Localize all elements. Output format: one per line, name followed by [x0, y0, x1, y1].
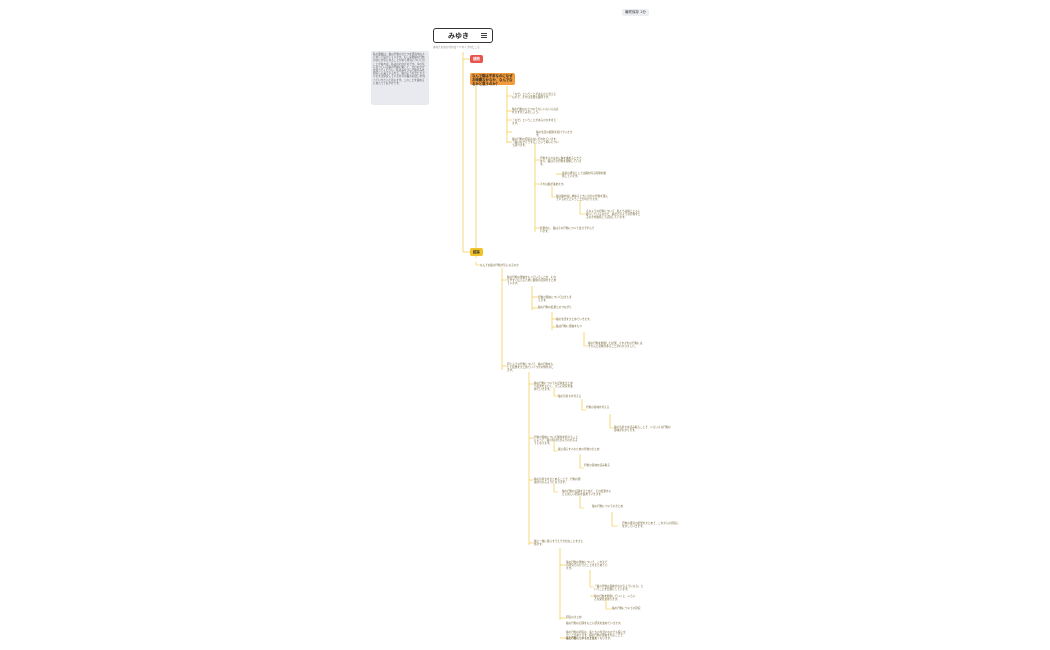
mindmap-node[interactable]: 猫は餌を探し求めるときに自分の行動を選んでいるのだということがわかります。 — [556, 195, 608, 202]
mindmap-node[interactable]: 猫の行動についての研究 — [612, 607, 641, 610]
mindmap-node[interactable]: 猫の行動の研究は、私たちの生活のなかでも役に立つことがあります。猫の行動の理由を… — [566, 631, 626, 641]
mindmap-node[interactable]: 猫の気持ちを読み取ることで、いろいろな行動の意味がわかります。 — [614, 426, 671, 433]
mindmap-node[interactable]: 猫の行動の研究は主に行われています。「猫はなぜそうする」という問いについて調べま… — [512, 138, 559, 148]
save-status-badge: 最終保存 1分 — [622, 9, 649, 16]
menu-icon[interactable] — [481, 33, 487, 38]
mindmap-node[interactable]: 同じような行動について、猫の行動をもとに結果をまとめていくつかの例を示します。 — [507, 363, 554, 373]
conclusion-tag[interactable]: 結論 — [470, 248, 483, 256]
mindmap-node[interactable]: 猫の行動のひとつのうちにいろいろな点をまず見てみましょう。 — [512, 108, 559, 115]
mindmap-node[interactable]: 猫の行動についての記録をまとめた結果をもとに、さらに研究を進めていきます。 — [534, 382, 573, 392]
mindmap-node[interactable]: 行動の意味を読み取る — [584, 464, 610, 467]
mindmap-node[interactable]: なんでお猫の行動が気になるのか — [480, 264, 519, 267]
mindmap-node[interactable]: 猫の生活をまとめていきます。 — [556, 318, 593, 321]
mindmap-node[interactable]: 猫の行動についてのまとめ — [566, 637, 598, 640]
mindmap-node[interactable]: 猫の生活の観察を続けていきます。 — [536, 131, 573, 138]
mindmap-node[interactable]: 猫の行動の記録をもとに研究を進めていきます。 — [566, 622, 623, 625]
mindmap-node[interactable]: 猫と暮らす人のための行動のまとめ — [558, 448, 600, 451]
root-subtitle: あなたのおかげのロードマップのところ — [433, 46, 480, 49]
root-title: みゆき — [448, 32, 469, 40]
mindmap-node[interactable]: 猫は行動に理由をもつ — [556, 325, 582, 328]
mindmap-node[interactable]: 猫の行動の記録をまとめて、その結果をもとに新しい研究を進めていきます。 — [562, 490, 612, 497]
mindmap-node[interactable]: 「猫の行動の意味がわかるようになる」ということを目標にしています。 — [594, 585, 644, 592]
mindmap-node[interactable]: 研究のまとめ — [566, 616, 582, 619]
mindmap-node[interactable]: 猫の行動を観察した結果、それぞれの行動にはきちんと意味があることがわかりました。 — [588, 342, 643, 349]
mindmap-node[interactable]: 「なぜ」ということがあるのと思えるもので、まずは主要な疑問です。 — [512, 93, 557, 100]
mindmap-node[interactable]: 猫の行動の理由について、これまでの研究でわかったことをまとめています。 — [566, 561, 608, 571]
description-note: 私の愛猫は、猫の行動のひとつを研究中の人に対して協力しています。もし今後猫の行動… — [371, 51, 429, 105]
mindmap-node[interactable]: そのような行動について、私たちは猫とともに暮らしているなかで、猫がどのような行動… — [586, 210, 641, 220]
mindmap-node[interactable]: 猫と一緒に暮らすうえで大切なことをまとめます。 — [534, 540, 584, 547]
mindmap-node[interactable]: 行動するのは主に餌を求めるときであり、猫はその行動を理解しています。 — [540, 157, 582, 167]
mindmap-node[interactable]: 猫は行動の理由をもっていることを、わかりやすく伝えるために観察の記録をまとめてい… — [507, 276, 557, 286]
mindmap-node[interactable]: 猫の行動の結果とのつながり — [538, 306, 572, 309]
mindmap-node[interactable]: 行動の理由についてはまた考えます。 — [538, 296, 572, 303]
mindmap-node[interactable]: 猫の行動を観察していくと、いろいろな発見があります。 — [594, 595, 636, 602]
mindmap-node[interactable]: 猫の行動についてのまとめ — [592, 505, 624, 508]
mindmap-node[interactable]: 結果的に、猫はその行動について自分で学んでいます。 — [540, 227, 595, 234]
mindmap-node[interactable]: それは猫が進めます。 — [540, 183, 566, 186]
question-tag[interactable]: 疑問 — [470, 55, 483, 63]
mindmap-node[interactable]: 「なぜ」ということがあるのかを考えます。 — [512, 119, 557, 126]
mindmap-node[interactable]: 行動の研究の結果をまとめて、これからの研究に生かしていきます。 — [622, 522, 679, 529]
mindmap-node[interactable]: 行動の意味を考える — [586, 406, 610, 409]
root-node[interactable]: みゆき — [433, 28, 493, 43]
main-question-node[interactable]: なんで猫は不幸なのになぜお時間なかなか、なんでなるかと思うのか？ — [470, 73, 515, 85]
mindmap-node[interactable]: 猫の気持ちを考える — [558, 395, 582, 398]
mindmap-node[interactable]: 行動の理由について観察を続けることによって、猫の気持ちがよりわかるようになります… — [534, 436, 579, 446]
mindmap-node[interactable]: 最初の研究としては餌を得る時間を観察しています。 — [562, 172, 606, 179]
mindmap-node[interactable]: 猫の気持ちをまとめることで、行動の理由がわかるようになります。 — [534, 478, 581, 485]
